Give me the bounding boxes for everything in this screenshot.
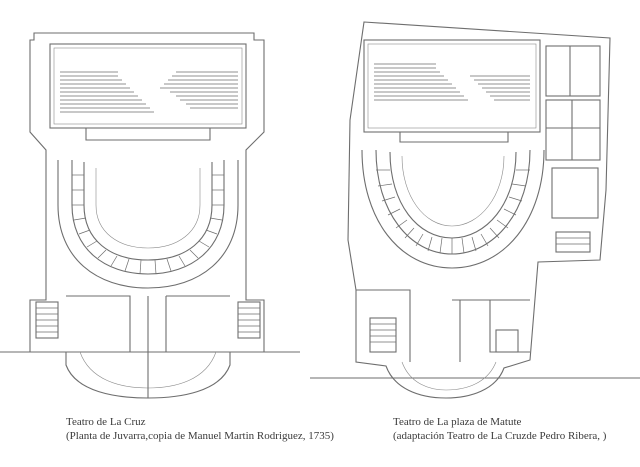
plan-subtitle: (adaptación Teatro de La Cruzde Pedro Ri… — [393, 430, 607, 442]
auditorium-outer-left — [57, 160, 239, 289]
stage-right — [363, 39, 541, 133]
box-ring-inner-right — [389, 151, 517, 239]
plan-subtitle: (Planta de Juvarra,copia de Manuel Marti… — [66, 430, 334, 442]
box-dividers-right — [376, 169, 530, 254]
stage-inner-right — [367, 43, 537, 129]
plan-teatro-de-la-cruz — [29, 32, 265, 399]
proscenium-right — [399, 132, 509, 143]
stage-hatching-right — [374, 63, 530, 101]
box-ring-inner-left — [83, 162, 213, 261]
stage-left — [49, 43, 247, 129]
stairs-left-a — [35, 301, 59, 339]
proscenium-left — [85, 128, 211, 141]
plan-title: Teatro de La Cruz — [66, 416, 146, 428]
plan-title: Teatro de La plaza de Matute — [393, 416, 522, 428]
entrance-rooms-right — [356, 289, 530, 391]
stage-inner-left — [53, 47, 243, 125]
entrance-walls-left — [66, 295, 230, 352]
auditorium-outer-right — [361, 149, 545, 269]
stage-hatching-left — [60, 71, 238, 113]
caption-teatro-plaza-de-matute: Teatro de La plaza de Matute (adaptación… — [393, 415, 606, 443]
stairs-left-b — [237, 301, 261, 339]
box-ring-left — [71, 160, 225, 275]
outer-wall-right — [347, 21, 611, 399]
pit-outline-left — [95, 168, 201, 249]
box-dividers-left — [72, 174, 224, 275]
pit-outline-right — [401, 155, 505, 227]
caption-teatro-de-la-cruz: Teatro de La Cruz (Planta de Juvarra,cop… — [66, 415, 334, 443]
plan-teatro-plaza-de-matute — [347, 21, 611, 399]
service-rooms-right — [545, 45, 601, 253]
